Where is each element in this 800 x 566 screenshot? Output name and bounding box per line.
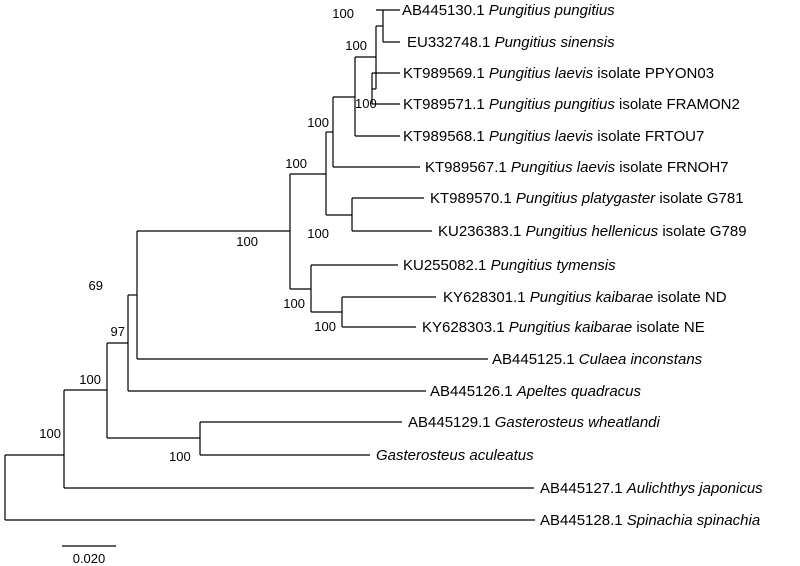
leaf-accession: AB445128.1 [540, 512, 627, 529]
bootstrap-value: 100 [314, 319, 336, 334]
leaf-accession: KY628301.1 [443, 289, 530, 306]
leaf-species: Pungitius platygaster [516, 190, 656, 207]
leaf-accession: AB445129.1 [408, 414, 495, 431]
scale-bar-label: 0.020 [73, 551, 106, 566]
leaf-species: Gasterosteus wheatlandi [495, 414, 661, 431]
leaf-accession: KU255082.1 [403, 257, 491, 274]
leaf-species: Pungitius hellenicus [526, 223, 659, 240]
leaf-isolate: isolate PPYON03 [593, 65, 714, 82]
leaf-species: Spinachia spinachia [627, 512, 760, 529]
bootstrap-value: 100 [285, 156, 307, 171]
leaf-accession: AB445126.1 [430, 383, 517, 400]
bootstrap-value: 97 [111, 324, 125, 339]
leaf-species: Pungitius laevis [489, 65, 594, 82]
leaf-isolate: isolate FRAMON2 [615, 96, 740, 113]
bootstrap-value: 100 [332, 6, 354, 21]
bootstrap-value: 100 [355, 96, 377, 111]
leaf-species: Apeltes quadracus [516, 383, 642, 400]
leaf-species: Culaea inconstans [579, 351, 703, 368]
leaf-species: Pungitius laevis [511, 159, 616, 176]
leaf-label: EU332748.1 Pungitius sinensis [407, 34, 615, 51]
leaf-species: Pungitius pungitius [489, 96, 615, 113]
tree-branches [4, 9, 535, 521]
leaf-label: KU236383.1 Pungitius hellenicus isolate … [438, 223, 747, 240]
bootstrap-value: 100 [79, 372, 101, 387]
scale-bar: 0.020 [62, 545, 116, 566]
leaf-accession: KU236383.1 [438, 223, 526, 240]
bootstrap-value: 100 [307, 115, 329, 130]
bootstrap-value: 69 [89, 278, 103, 293]
leaf-label: Gasterosteus aculeatus [376, 447, 534, 464]
leaf-label: KT989571.1 Pungitius pungitius isolate F… [403, 96, 740, 113]
leaf-label: KU255082.1 Pungitius tymensis [403, 257, 616, 274]
bootstrap-value: 100 [236, 234, 258, 249]
leaf-label: KT989569.1 Pungitius laevis isolate PPYO… [403, 65, 714, 82]
leaf-accession: AB445125.1 [492, 351, 579, 368]
leaf-labels: AB445130.1 Pungitius pungitiusEU332748.1… [376, 2, 763, 529]
leaf-accession: KT989567.1 [425, 159, 511, 176]
leaf-species: Pungitius sinensis [495, 34, 616, 51]
leaf-species: Pungitius tymensis [491, 257, 617, 274]
leaf-accession: KT989571.1 [403, 96, 489, 113]
leaf-isolate: isolate G789 [658, 223, 746, 240]
leaf-species: Pungitius laevis [489, 128, 594, 145]
bootstrap-value: 100 [39, 426, 61, 441]
bootstrap-value: 100 [283, 296, 305, 311]
leaf-isolate: isolate ND [653, 289, 727, 306]
leaf-accession: AB445130.1 [402, 2, 489, 19]
leaf-accession: EU332748.1 [407, 34, 495, 51]
leaf-accession: KY628303.1 [422, 319, 509, 336]
leaf-accession: KT989569.1 [403, 65, 489, 82]
leaf-label: KT989567.1 Pungitius laevis isolate FRNO… [425, 159, 729, 176]
leaf-accession: AB445127.1 [540, 480, 627, 497]
leaf-species: Aulichthys japonicus [626, 480, 763, 497]
leaf-label: KT989570.1 Pungitius platygaster isolate… [430, 190, 744, 207]
leaf-species: Gasterosteus aculeatus [376, 447, 534, 464]
leaf-species: Pungitius kaibarae [509, 319, 632, 336]
leaf-label: AB445128.1 Spinachia spinachia [540, 512, 760, 529]
leaf-label: KT989568.1 Pungitius laevis isolate FRTO… [403, 128, 704, 145]
bootstrap-labels: 100 100 100 100 100 100 100 100 100 69 97 100 100 100 [39, 6, 376, 464]
leaf-label: AB445130.1 Pungitius pungitius [402, 2, 615, 19]
bootstrap-value: 100 [345, 38, 367, 53]
leaf-isolate: isolate FRNOH7 [615, 159, 728, 176]
leaf-label: AB445125.1 Culaea inconstans [492, 351, 703, 368]
leaf-isolate: isolate FRTOU7 [593, 128, 704, 145]
bootstrap-value: 100 [169, 449, 191, 464]
bootstrap-value: 100 [307, 226, 329, 241]
leaf-label: KY628301.1 Pungitius kaibarae isolate ND [443, 289, 727, 306]
leaf-label: AB445126.1 Apeltes quadracus [430, 383, 641, 400]
leaf-label: AB445127.1 Aulichthys japonicus [540, 480, 763, 497]
leaf-accession: KT989568.1 [403, 128, 489, 145]
leaf-label: KY628303.1 Pungitius kaibarae isolate NE [422, 319, 705, 336]
leaf-isolate: isolate G781 [655, 190, 743, 207]
leaf-species: Pungitius kaibarae [530, 289, 653, 306]
leaf-isolate: isolate NE [632, 319, 705, 336]
leaf-species: Pungitius pungitius [489, 2, 615, 19]
leaf-label: AB445129.1 Gasterosteus wheatlandi [408, 414, 661, 431]
leaf-accession: KT989570.1 [430, 190, 516, 207]
